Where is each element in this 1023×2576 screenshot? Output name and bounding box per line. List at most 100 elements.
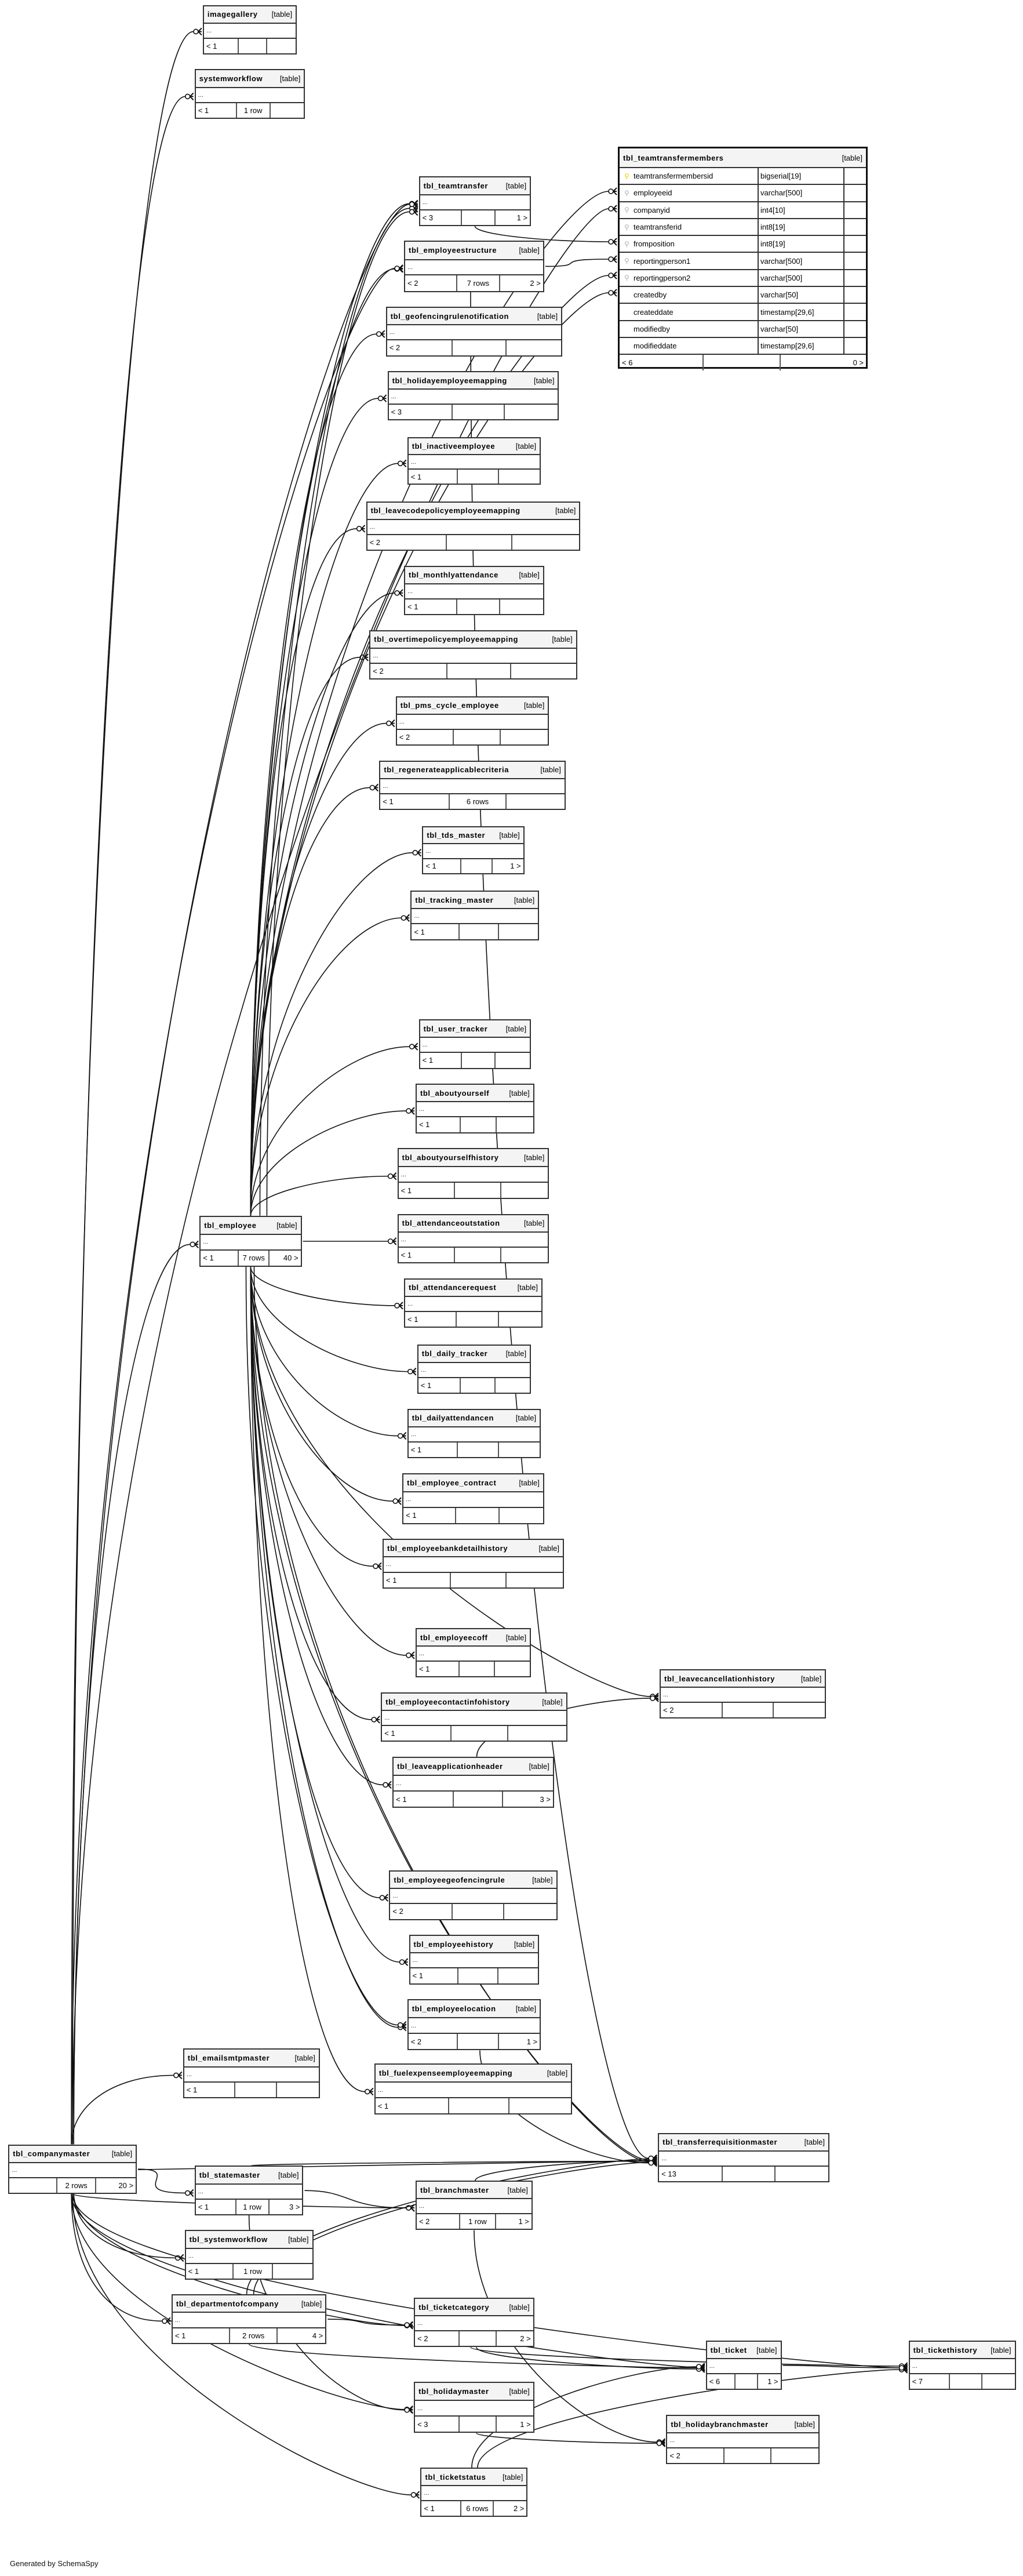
table-name[interactable]: tbl_pms_cycle_employee (400, 701, 499, 710)
table-name[interactable]: tbl_branchmaster (420, 2185, 489, 2194)
table-tbl-employeebankdetailhistory[interactable]: tbl_employeebankdetailhistory [table] ..… (383, 1539, 564, 1589)
footer-parents[interactable]: < 3 (417, 2419, 428, 2429)
footer-parents[interactable]: < 2 (418, 2217, 430, 2226)
footer-children[interactable]: 4 > (276, 2328, 325, 2343)
table-name[interactable]: systemworkflow (199, 74, 263, 83)
footer-children[interactable]: 1 > (497, 2034, 540, 2050)
table-name[interactable]: tbl_leaveapplicationheader (397, 1761, 503, 1771)
footer-parents[interactable]: < 1 (174, 2331, 186, 2340)
footer-children[interactable]: 1 > (495, 2417, 533, 2432)
table-tbl-attendanceoutstation[interactable]: tbl_attendanceoutstation [table] ... < 1 (397, 1213, 549, 1264)
footer-children[interactable] (981, 2374, 1015, 2389)
footer-children[interactable] (494, 1053, 530, 1068)
footer-children[interactable]: 2 > (495, 2331, 533, 2346)
column-row[interactable]: ⚲employeeid varchar[500] (620, 185, 866, 202)
table-tbl-user-tracker[interactable]: tbl_user_tracker [table] ... < 1 (418, 1019, 531, 1069)
table-tbl-tracking-master[interactable]: tbl_tracking_master [table] ... < 1 (410, 891, 540, 940)
footer-children[interactable]: 1 > (494, 2214, 531, 2229)
footer-parents[interactable]: < 1 (188, 2266, 199, 2276)
footer-parents[interactable]: < 2 (663, 1706, 674, 1715)
table-name[interactable]: tbl_employeecoff (420, 1633, 488, 1642)
table-tbl-monthlyattendance[interactable]: tbl_monthlyattendance [table] ... < 1 (404, 565, 544, 616)
table-tbl-leavecancellationhistory[interactable]: tbl_leavecancellationhistory [table] ...… (660, 1669, 827, 1719)
footer-children[interactable] (496, 1117, 533, 1132)
footer-children[interactable] (497, 1442, 540, 1457)
footer-children[interactable] (500, 1183, 548, 1198)
table-tbl-systemworkflow[interactable]: tbl_systemworkflow [table] ... < 1 1 row (184, 2230, 314, 2280)
footer-children[interactable] (269, 103, 304, 118)
table-name[interactable]: tbl_departmentofcompany (176, 2299, 279, 2308)
footer-parents[interactable]: < 2 (410, 2037, 422, 2046)
table-tbl-leaveapplicationheader[interactable]: tbl_leaveapplicationheader [table] ... <… (392, 1756, 554, 1808)
footer-children[interactable] (498, 599, 543, 615)
table-name[interactable]: tbl_transferrequisitionmaster (662, 2138, 778, 2147)
table-name[interactable]: tbl_tickethistory (913, 2345, 978, 2355)
table-tbl-pms-cycle-employee[interactable]: tbl_pms_cycle_employee [table] ... < 2 (395, 696, 549, 746)
footer-parents[interactable]: < 6 (709, 2377, 720, 2386)
footer-children[interactable] (494, 1378, 530, 1393)
table-tbl-teamtransfermembers[interactable]: tbl_teamtransfermembers [table] ⚲teamtra… (618, 147, 868, 371)
footer-parents[interactable]: < 1 (414, 927, 425, 936)
footer-children[interactable] (266, 38, 296, 53)
table-tbl-statemaster[interactable]: tbl_statemaster [table] ... < 1 1 row 3 … (194, 2166, 304, 2215)
table-name[interactable]: tbl_aboutyourself (420, 1088, 490, 1098)
table-name[interactable]: tbl_monthlyattendance (409, 571, 498, 580)
footer-parents[interactable]: < 1 (425, 862, 436, 871)
table-tbl-inactiveemployee[interactable]: tbl_inactiveemployee [table] ... < 1 (407, 437, 541, 485)
column-row[interactable]: createddate timestamp[29,6] (620, 304, 866, 321)
footer-parents[interactable]: < 1 (418, 1120, 430, 1129)
footer-children[interactable] (510, 663, 576, 679)
column-row[interactable]: modifiedby varchar[50] (620, 321, 866, 338)
footer-parents[interactable]: < 1 (407, 602, 418, 612)
footer-children[interactable]: 2 > (493, 2501, 526, 2516)
footer-children[interactable] (508, 2098, 571, 2114)
table-tbl-employeestructure[interactable]: tbl_employeestructure [table] ... < 2 7 … (404, 241, 544, 292)
table-name[interactable]: tbl_ticketstatus (425, 2472, 486, 2481)
table-name[interactable]: tbl_tracking_master (415, 895, 494, 904)
footer-parents[interactable]: < 7 (912, 2377, 923, 2386)
footer-children[interactable]: 3 > (501, 1792, 553, 1807)
table-tbl-employeelocation[interactable]: tbl_employeelocation [table] ... < 2 1 > (407, 1999, 541, 2051)
table-tbl-dailyattendancen[interactable]: tbl_dailyattendancen [table] ... < 1 (407, 1408, 541, 1458)
table-tbl-aboutyourselfhistory[interactable]: tbl_aboutyourselfhistory [table] ... < 1 (397, 1148, 549, 1200)
footer-parents[interactable]: < 1 (384, 1729, 395, 1738)
footer-parents[interactable]: < 1 (198, 106, 209, 115)
table-tbl-holidayemployeemapping[interactable]: tbl_holidayemployeemapping [table] ... <… (387, 371, 559, 421)
table-name[interactable]: tbl_employeestructure (409, 246, 497, 255)
table-tbl-holidaybranchmaster[interactable]: tbl_holidaybranchmaster [table] ... < 2 (666, 2415, 820, 2465)
column-row[interactable]: createdby varchar[50] (620, 287, 866, 304)
table-tbl-ticket[interactable]: tbl_ticket [table] ... < 6 1 > (705, 2341, 782, 2390)
column-row[interactable]: ⚲reportingperson1 varchar[500] (620, 253, 866, 270)
table-name[interactable]: tbl_holidaybranchmaster (671, 2419, 769, 2429)
footer-children[interactable]: 1 > (491, 859, 523, 873)
footer-parents[interactable]: < 1 (410, 1445, 422, 1454)
footer-parents[interactable]: < 2 (399, 732, 410, 742)
footer-children[interactable]: 2 > (498, 275, 543, 291)
table-tbl-geofencingrulenotification[interactable]: tbl_geofencingrulenotification [table] .… (385, 307, 563, 357)
footer-children[interactable] (504, 405, 558, 420)
table-tbl-transferrequisitionmaster[interactable]: tbl_transferrequisitionmaster [table] ..… (658, 2132, 830, 2182)
table-tbl-employeehistory[interactable]: tbl_employeehistory [table] ... < 1 (409, 1935, 540, 1985)
table-name[interactable]: tbl_leavecodepolicyemployeemapping (370, 506, 520, 515)
table-tbl-teamtransfer[interactable]: tbl_teamtransfer [table] ... < 3 1 > (418, 176, 531, 226)
footer-parents[interactable]: < 1 (412, 1971, 423, 1981)
footer-parents[interactable]: < 1 (422, 1056, 434, 1065)
table-name[interactable]: tbl_employee_contract (407, 1478, 497, 1487)
footer-children[interactable]: 20 > (95, 2178, 136, 2193)
table-name[interactable]: tbl_dailyattendancen (412, 1414, 494, 1423)
table-name[interactable]: tbl_companymaster (13, 2149, 90, 2159)
footer-parents[interactable]: < 1 (203, 1254, 214, 1263)
footer-children[interactable] (493, 1662, 530, 1677)
footer-parents[interactable]: < 1 (386, 1575, 397, 1585)
table-name[interactable]: tbl_attendanceoutstation (402, 1219, 500, 1228)
table-tbl-attendancerequest[interactable]: tbl_attendancerequest [table] ... < 1 (404, 1278, 543, 1328)
table-name[interactable]: tbl_geofencingrulenotification (390, 311, 509, 321)
table-name[interactable]: tbl_employeegeofencingrule (394, 1875, 505, 1884)
table-tbl-ticketstatus[interactable]: tbl_ticketstatus [table] ... < 1 6 rows … (420, 2468, 528, 2517)
footer-parents[interactable]: < 1 (198, 2202, 209, 2211)
table-tbl-tickethistory[interactable]: tbl_tickethistory [table] ... < 7 (908, 2341, 1016, 2390)
table-systemworkflow[interactable]: systemworkflow [table] ... < 1 1 row (194, 69, 305, 119)
table-name[interactable]: tbl_employeelocation (412, 2004, 496, 2014)
footer-parents[interactable]: < 2 (407, 279, 418, 288)
footer-children[interactable] (511, 535, 579, 550)
